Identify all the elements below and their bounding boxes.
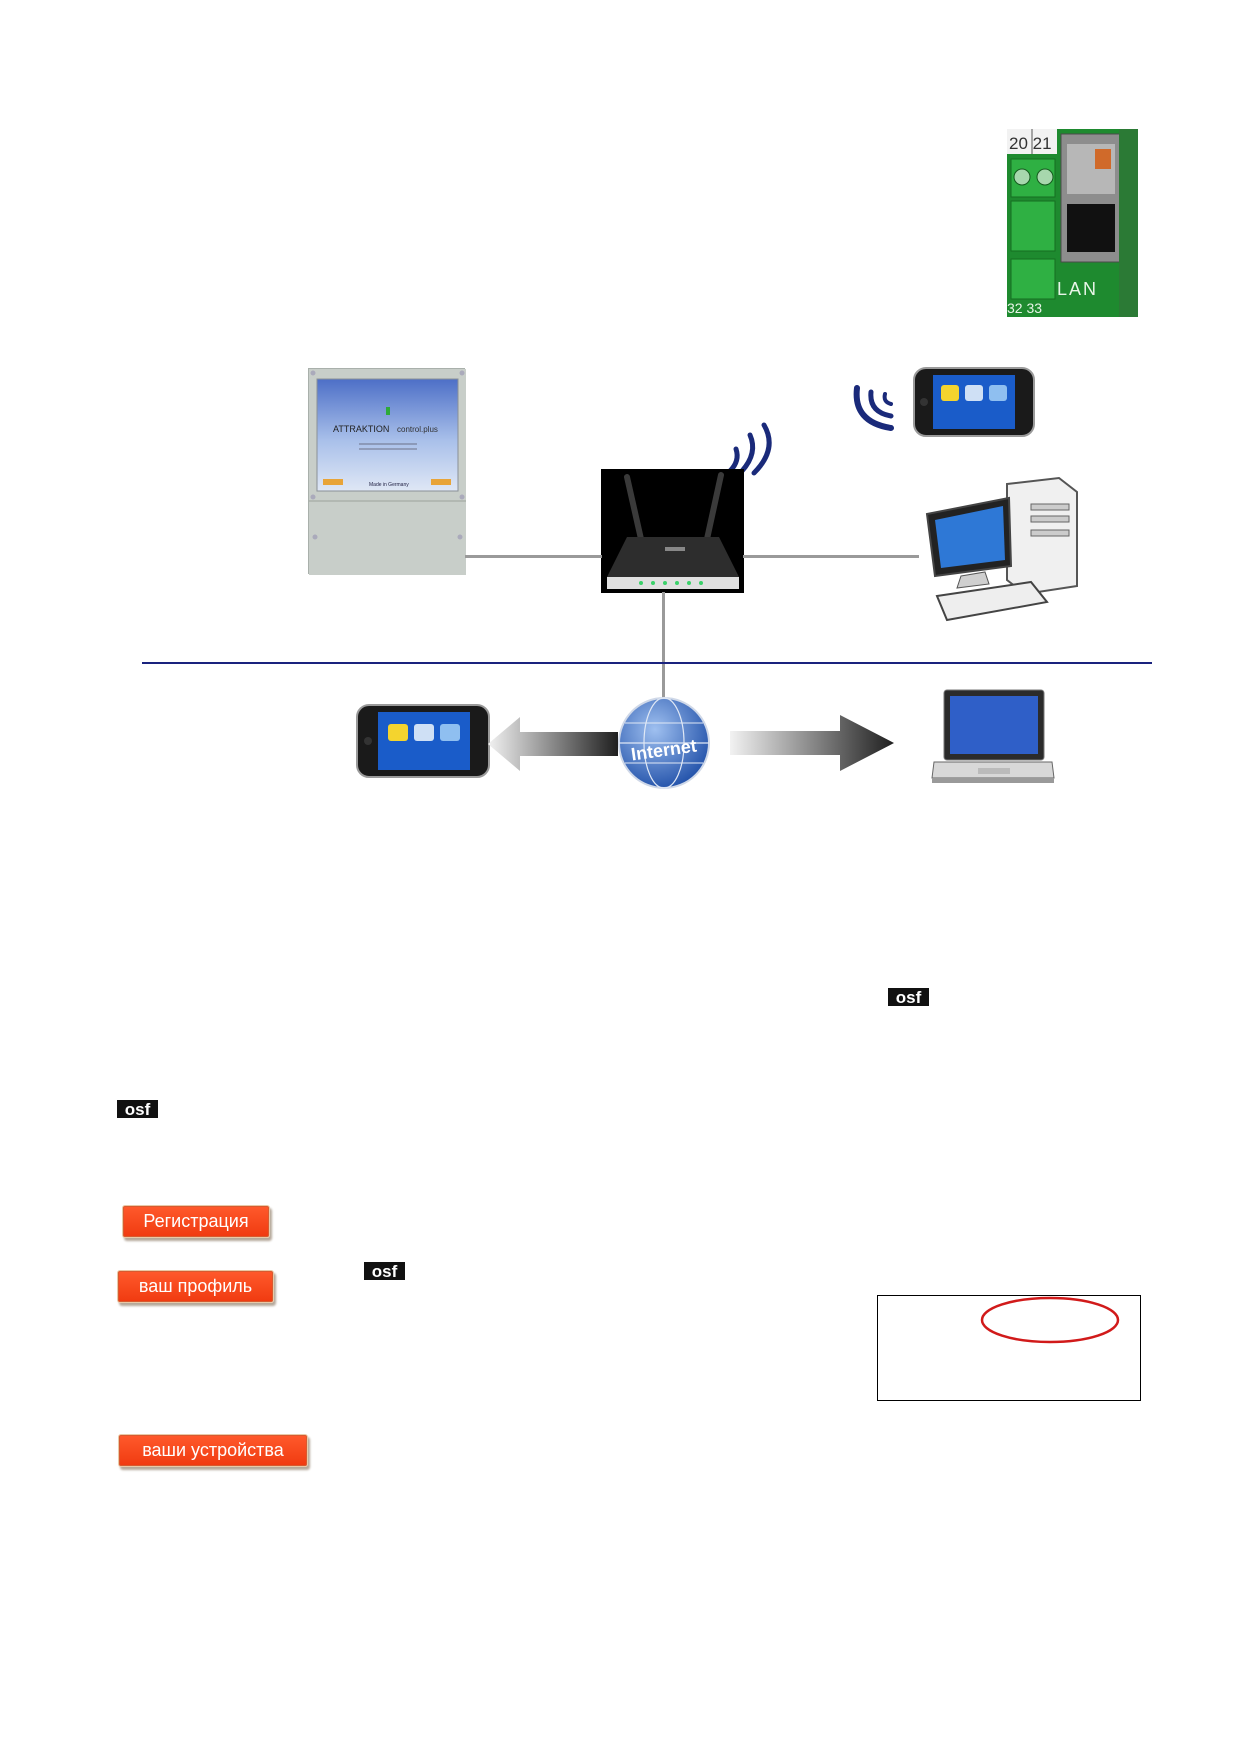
smartphone-remote bbox=[356, 704, 490, 778]
terminal-top-label: 20 21 bbox=[1009, 134, 1052, 153]
controller-router-link bbox=[465, 555, 602, 558]
remote-app-chart-icon bbox=[414, 724, 434, 741]
attraktion-controller: ATTRAKTION control.plus Made in Germany bbox=[308, 368, 466, 575]
lan-port-photo: 20 21 LAN 32 33 bbox=[1007, 129, 1138, 317]
arrow-left-icon bbox=[488, 717, 618, 771]
router bbox=[601, 469, 744, 593]
app-settings-icon bbox=[989, 385, 1007, 401]
controller-footer: Made in Germany bbox=[369, 482, 409, 488]
internet-globe-icon: Internet bbox=[618, 697, 710, 789]
osf-logo-3: osf bbox=[364, 1262, 405, 1280]
highlight-ellipse bbox=[980, 1296, 1120, 1344]
router-pc-link bbox=[743, 555, 919, 558]
laptop-computer bbox=[931, 689, 1055, 783]
desktop-computer bbox=[925, 476, 1078, 622]
smartphone-local bbox=[913, 367, 1035, 437]
local-internet-divider bbox=[142, 662, 1152, 664]
osf-logo-text: osf bbox=[372, 1262, 398, 1280]
app-sun-icon bbox=[941, 385, 959, 401]
app-chart-icon bbox=[965, 385, 983, 401]
register-button[interactable]: Регистрация bbox=[122, 1205, 270, 1238]
controller-brand: ATTRAKTION bbox=[333, 424, 389, 434]
osf-logo-1: osf bbox=[888, 988, 929, 1006]
phone-wifi-icon bbox=[853, 385, 894, 431]
arrow-right-icon bbox=[730, 715, 894, 771]
profile-button[interactable]: ваш профиль bbox=[117, 1270, 274, 1303]
osf-logo-text: osf bbox=[896, 988, 922, 1006]
osf-logo-text: osf bbox=[125, 1100, 151, 1118]
lan-label: LAN bbox=[1057, 279, 1098, 299]
controller-product: control.plus bbox=[397, 425, 438, 434]
terminal-bottom-label: 32 33 bbox=[1007, 300, 1042, 316]
profile-screenshot-box bbox=[877, 1295, 1141, 1401]
remote-app-settings-icon bbox=[440, 724, 460, 741]
osf-logo-2: osf bbox=[117, 1100, 158, 1118]
router-internet-link bbox=[662, 592, 665, 698]
devices-button[interactable]: ваши устройства bbox=[118, 1434, 308, 1467]
remote-app-sun-icon bbox=[388, 724, 408, 741]
